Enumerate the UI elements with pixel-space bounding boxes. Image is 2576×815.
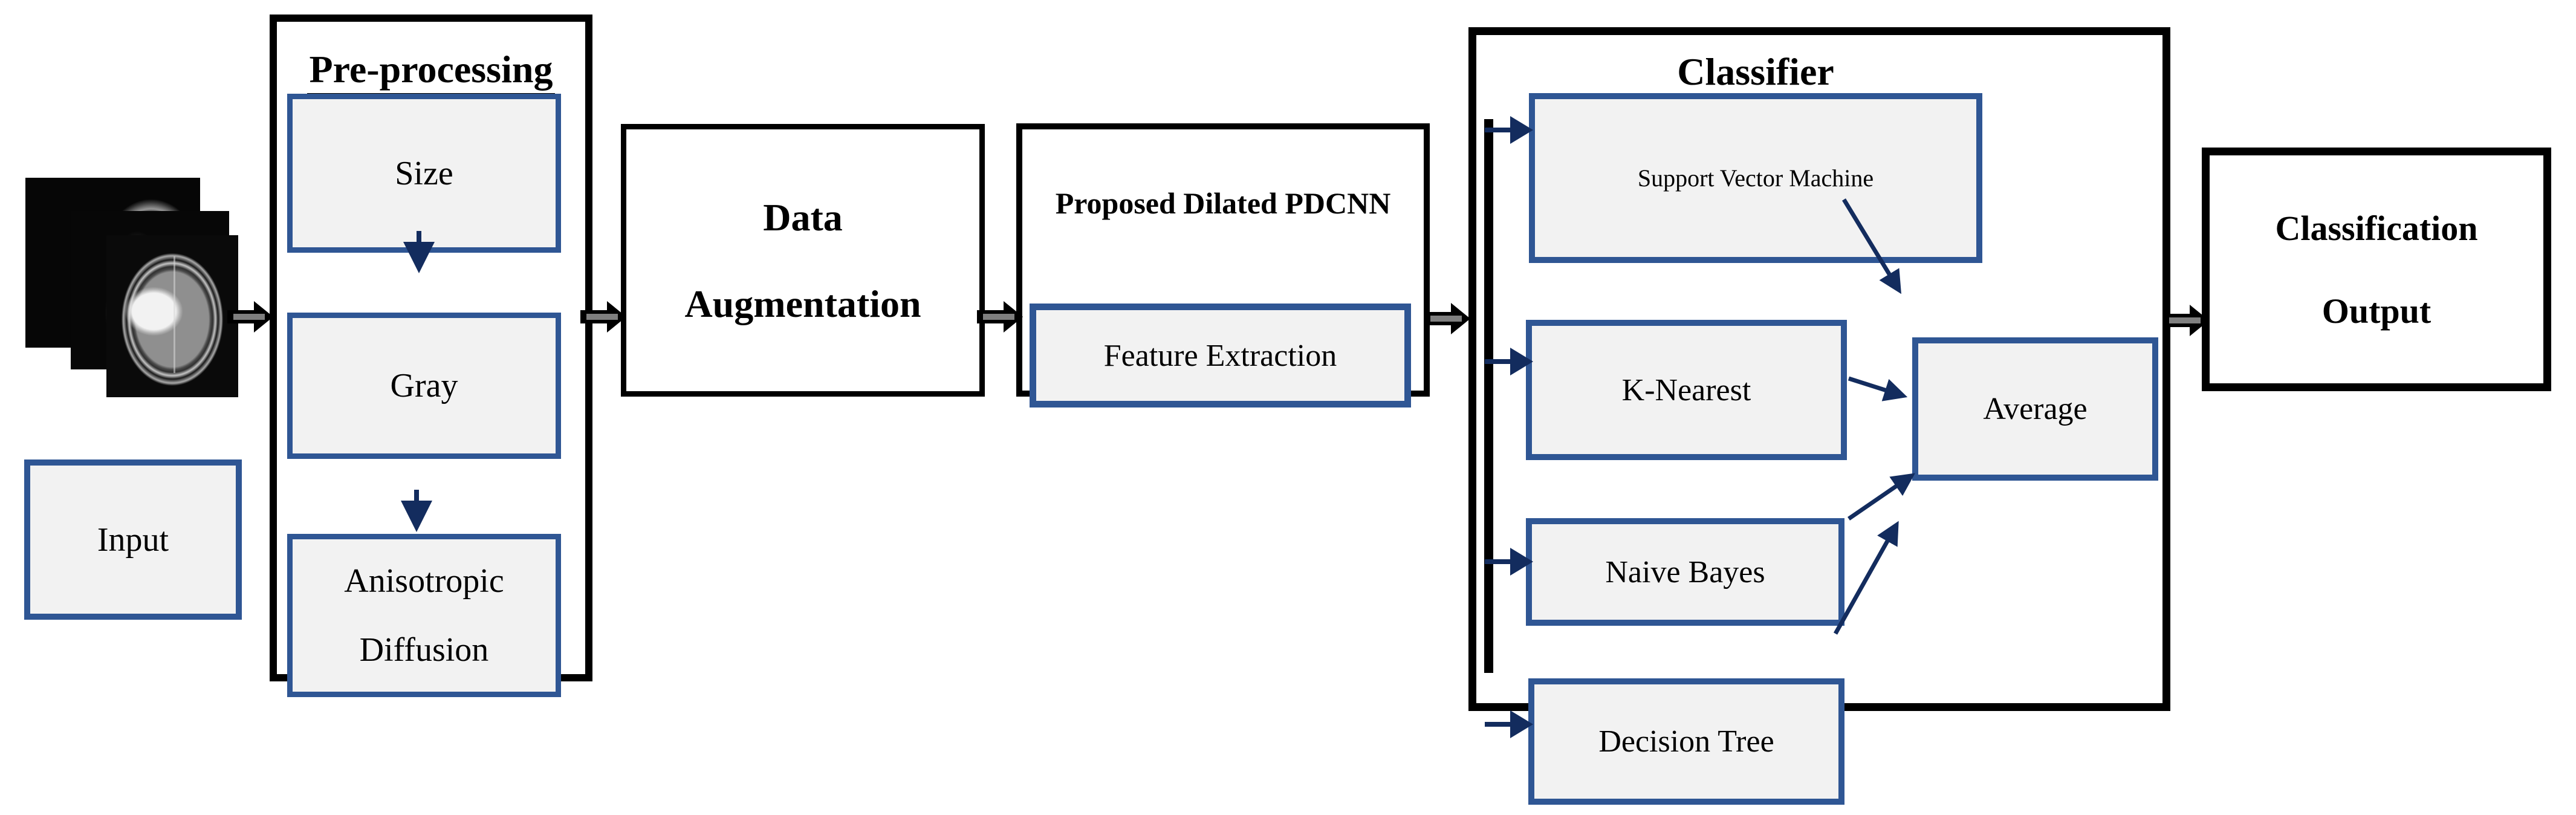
knn-label: K-Nearest (1621, 372, 1751, 408)
down-arrow-icon-size-to-gray (403, 231, 435, 273)
flow-arrow-icon-input-to-preprocessing (227, 301, 273, 333)
flow-arrow-icon-preprocessing-to-augmentation (580, 301, 626, 333)
input-label: Input (97, 521, 169, 559)
classifier-input-line (1484, 119, 1493, 673)
preprocessing-title-text: Pre-processing (307, 47, 556, 96)
svm-box: Support Vector Machine (1529, 93, 1982, 263)
right-arrow-icon-to-decision-tree (1485, 710, 1533, 738)
classifier-title-text: Classifier (1677, 50, 1834, 93)
size-label: Size (395, 154, 453, 192)
classifier-title: Classifier (1468, 47, 2043, 97)
decision-tree-label: Decision Tree (1598, 724, 1774, 759)
gray-label: Gray (390, 367, 458, 404)
flow-arrow-icon-pdcnn-to-classifier (1424, 303, 1470, 334)
knn-box: K-Nearest (1526, 320, 1847, 460)
right-arrow-icon-to-svm (1485, 116, 1533, 144)
feature-extraction-label: Feature Extraction (1103, 338, 1337, 373)
decision-tree-box: Decision Tree (1528, 678, 1844, 805)
flow-arrow-icon-augmentation-to-pdcnn (977, 301, 1023, 333)
pdcnn-title-text: Proposed Dilated PDCNN (1055, 186, 1391, 220)
input-box: Input (24, 459, 242, 620)
right-arrow-icon-to-knn (1485, 348, 1533, 375)
gray-box: Gray (287, 313, 561, 459)
classification-output-line2: Output (2321, 291, 2432, 331)
size-box: Size (287, 94, 561, 253)
data-augmentation-box: Data Augmentation (621, 124, 985, 397)
data-augmentation-line1: Data (763, 195, 843, 239)
pdcnn-title: Proposed Dilated PDCNN (1016, 177, 1430, 229)
naive-bayes-box: Naive Bayes (1526, 518, 1844, 626)
mri-image-front (106, 235, 238, 397)
feature-extraction-box: Feature Extraction (1030, 304, 1411, 408)
anisotropic-diffusion-box: Anisotropic Diffusion (287, 534, 561, 697)
down-arrow-icon-gray-to-anisotropic (401, 490, 432, 532)
data-augmentation-line2: Augmentation (684, 282, 921, 325)
anisotropic-label-line1: Anisotropic (344, 562, 504, 600)
classification-output-line1: Classification (2275, 208, 2478, 248)
anisotropic-label-line2: Diffusion (359, 631, 489, 669)
preprocessing-title: Pre-processing (270, 46, 592, 97)
right-arrow-icon-to-naive-bayes (1485, 548, 1533, 576)
flow-arrow-icon-classifier-to-output (2163, 305, 2209, 336)
svm-label: Support Vector Machine (1637, 164, 1874, 192)
average-label: Average (1983, 392, 2088, 426)
classification-output-box: Classification Output (2202, 148, 2551, 391)
average-box: Average (1912, 337, 2158, 481)
naive-bayes-label: Naive Bayes (1605, 554, 1765, 589)
